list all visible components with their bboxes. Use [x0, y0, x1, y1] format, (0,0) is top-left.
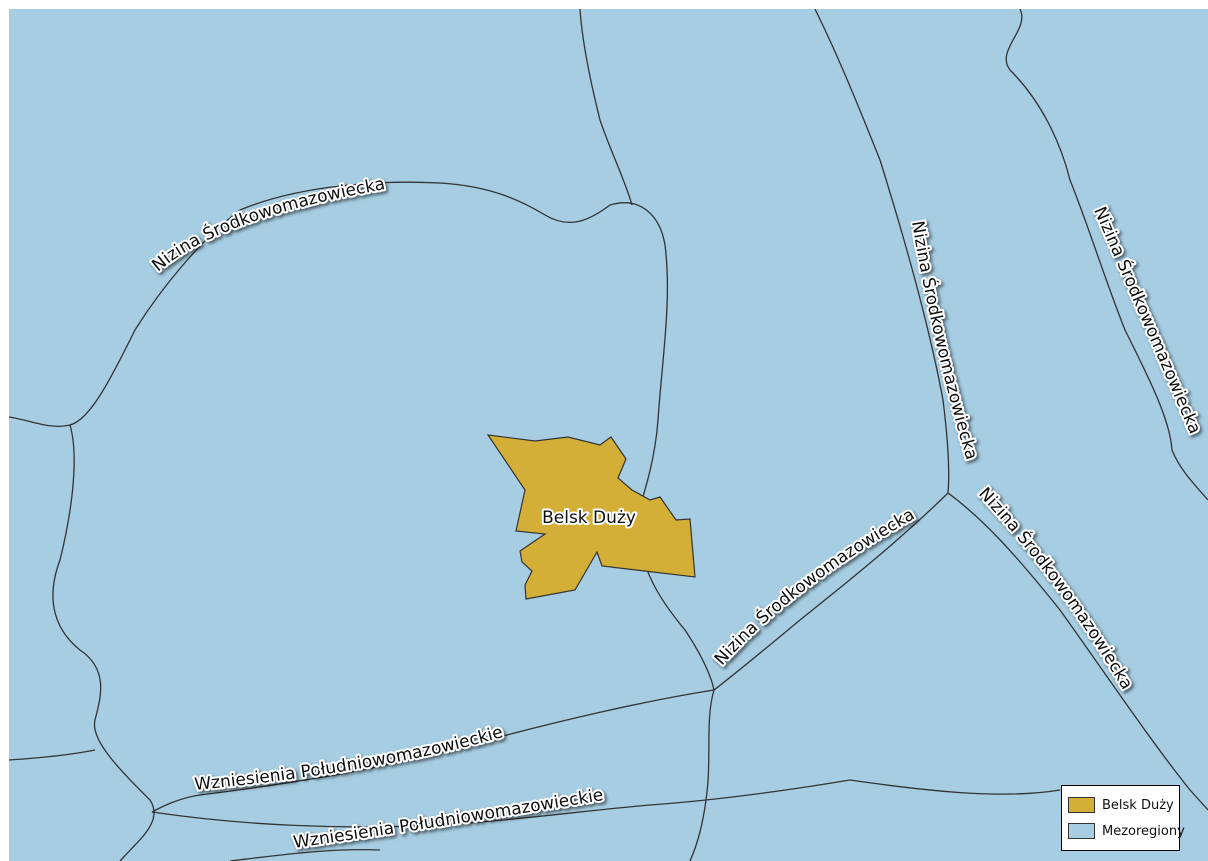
map-legend: Belsk Duży Mezoregiony — [1061, 785, 1185, 851]
legend-swatch-mezoregiony — [1068, 823, 1095, 839]
boundary-line — [229, 849, 381, 861]
boundary-line — [52, 424, 155, 861]
boundary-line — [1005, 9, 1208, 501]
legend-swatch-belsk-duzy — [1068, 797, 1095, 813]
boundary-line — [713, 492, 949, 691]
boundary-line — [814, 9, 1208, 811]
boundary-line — [151, 689, 715, 813]
boundary-line — [9, 749, 96, 761]
legend-item-mezoregiony: Mezoregiony — [1068, 822, 1185, 840]
legend-label: Mezoregiony — [1102, 823, 1185, 839]
boundary-line — [689, 689, 715, 861]
belsk-duzy-area[interactable] — [486, 434, 696, 600]
boundary-line — [579, 9, 633, 206]
boundary-line — [151, 779, 1061, 828]
belsk-duzy-label: Belsk Duży — [542, 508, 636, 528]
mezoregion-fill — [9, 9, 1208, 861]
mezoregion-boundaries — [9, 9, 1208, 861]
legend-item-belsk-duzy: Belsk Duży — [1068, 796, 1174, 814]
legend-label: Belsk Duży — [1102, 797, 1174, 813]
